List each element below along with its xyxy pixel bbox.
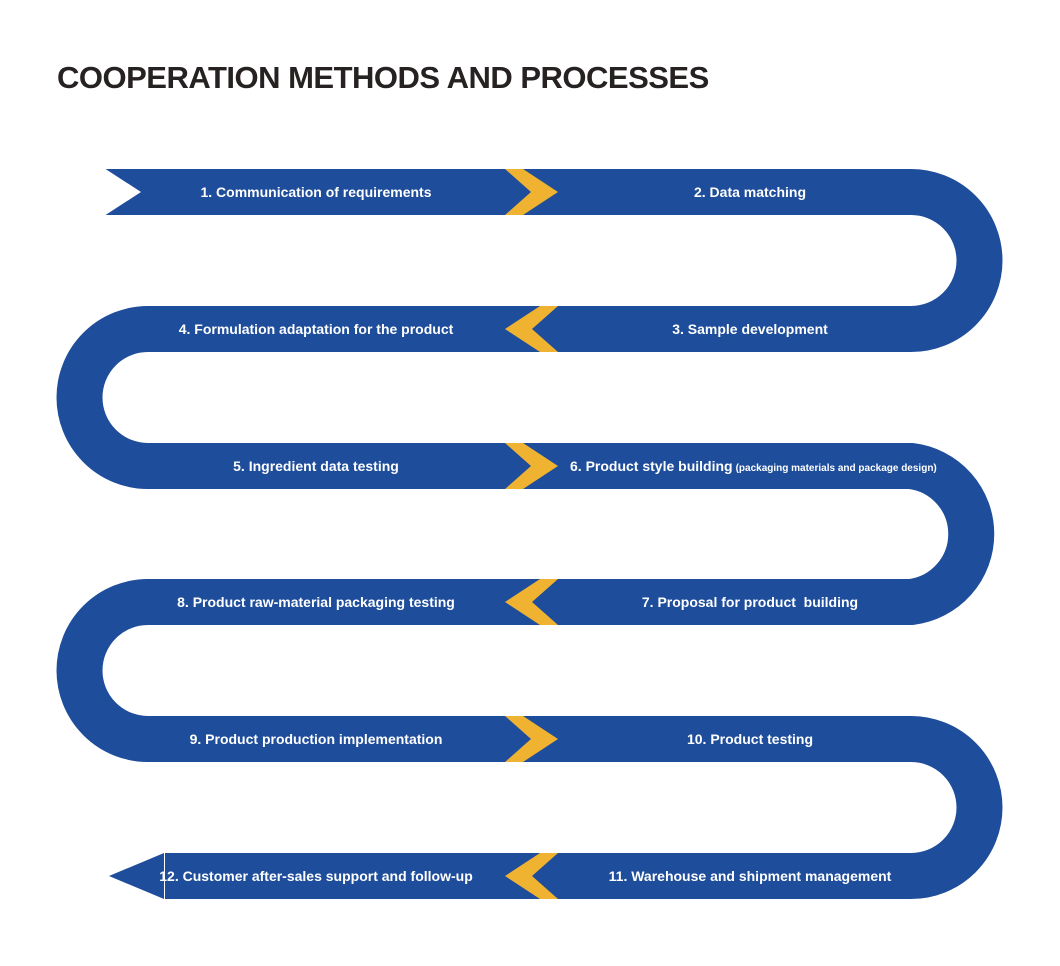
step-label-4: 4. Formulation adaptation for the produc…: [178, 321, 454, 337]
serpentine-band: [56, 169, 1003, 899]
step-label-7: 7. Proposal for product building: [641, 594, 859, 610]
step-label-8: 8. Product raw-material packaging testin…: [177, 594, 455, 610]
page-title: COOPERATION METHODS AND PROCESSES: [57, 60, 709, 95]
step-label-10: 10. Product testing: [686, 731, 814, 747]
chevron-left-icon-row4: [505, 579, 558, 625]
chevron-left-icon-row6: [505, 853, 558, 899]
chevron-left-icon-row2: [505, 306, 558, 352]
chevron-right-icon-row3: [505, 443, 558, 489]
flow-start-notch: [104, 168, 141, 216]
chevron-right-icon-row5: [505, 716, 558, 762]
step-label-6-main: 6. Product style building: [570, 458, 733, 474]
chevron-right-icon-row1: [505, 169, 558, 215]
step-label-9: 9. Product production implementation: [189, 731, 443, 747]
flow-end-arrowhead-icon: [109, 853, 164, 899]
step-label-11: 11. Warehouse and shipment management: [608, 868, 892, 884]
step-label-2: 2. Data matching: [693, 184, 807, 200]
step-label-3: 3. Sample development: [672, 321, 828, 337]
step-label-12: 12. Customer after-sales support and fol…: [159, 868, 473, 884]
step-label-5: 5. Ingredient data testing: [233, 458, 399, 474]
step-label-6: 6. Product style building(packaging mate…: [570, 443, 937, 489]
step-label-6-note: (packaging materials and package design): [735, 463, 937, 474]
step-label-1: 1. Communication of requirements: [200, 184, 432, 200]
